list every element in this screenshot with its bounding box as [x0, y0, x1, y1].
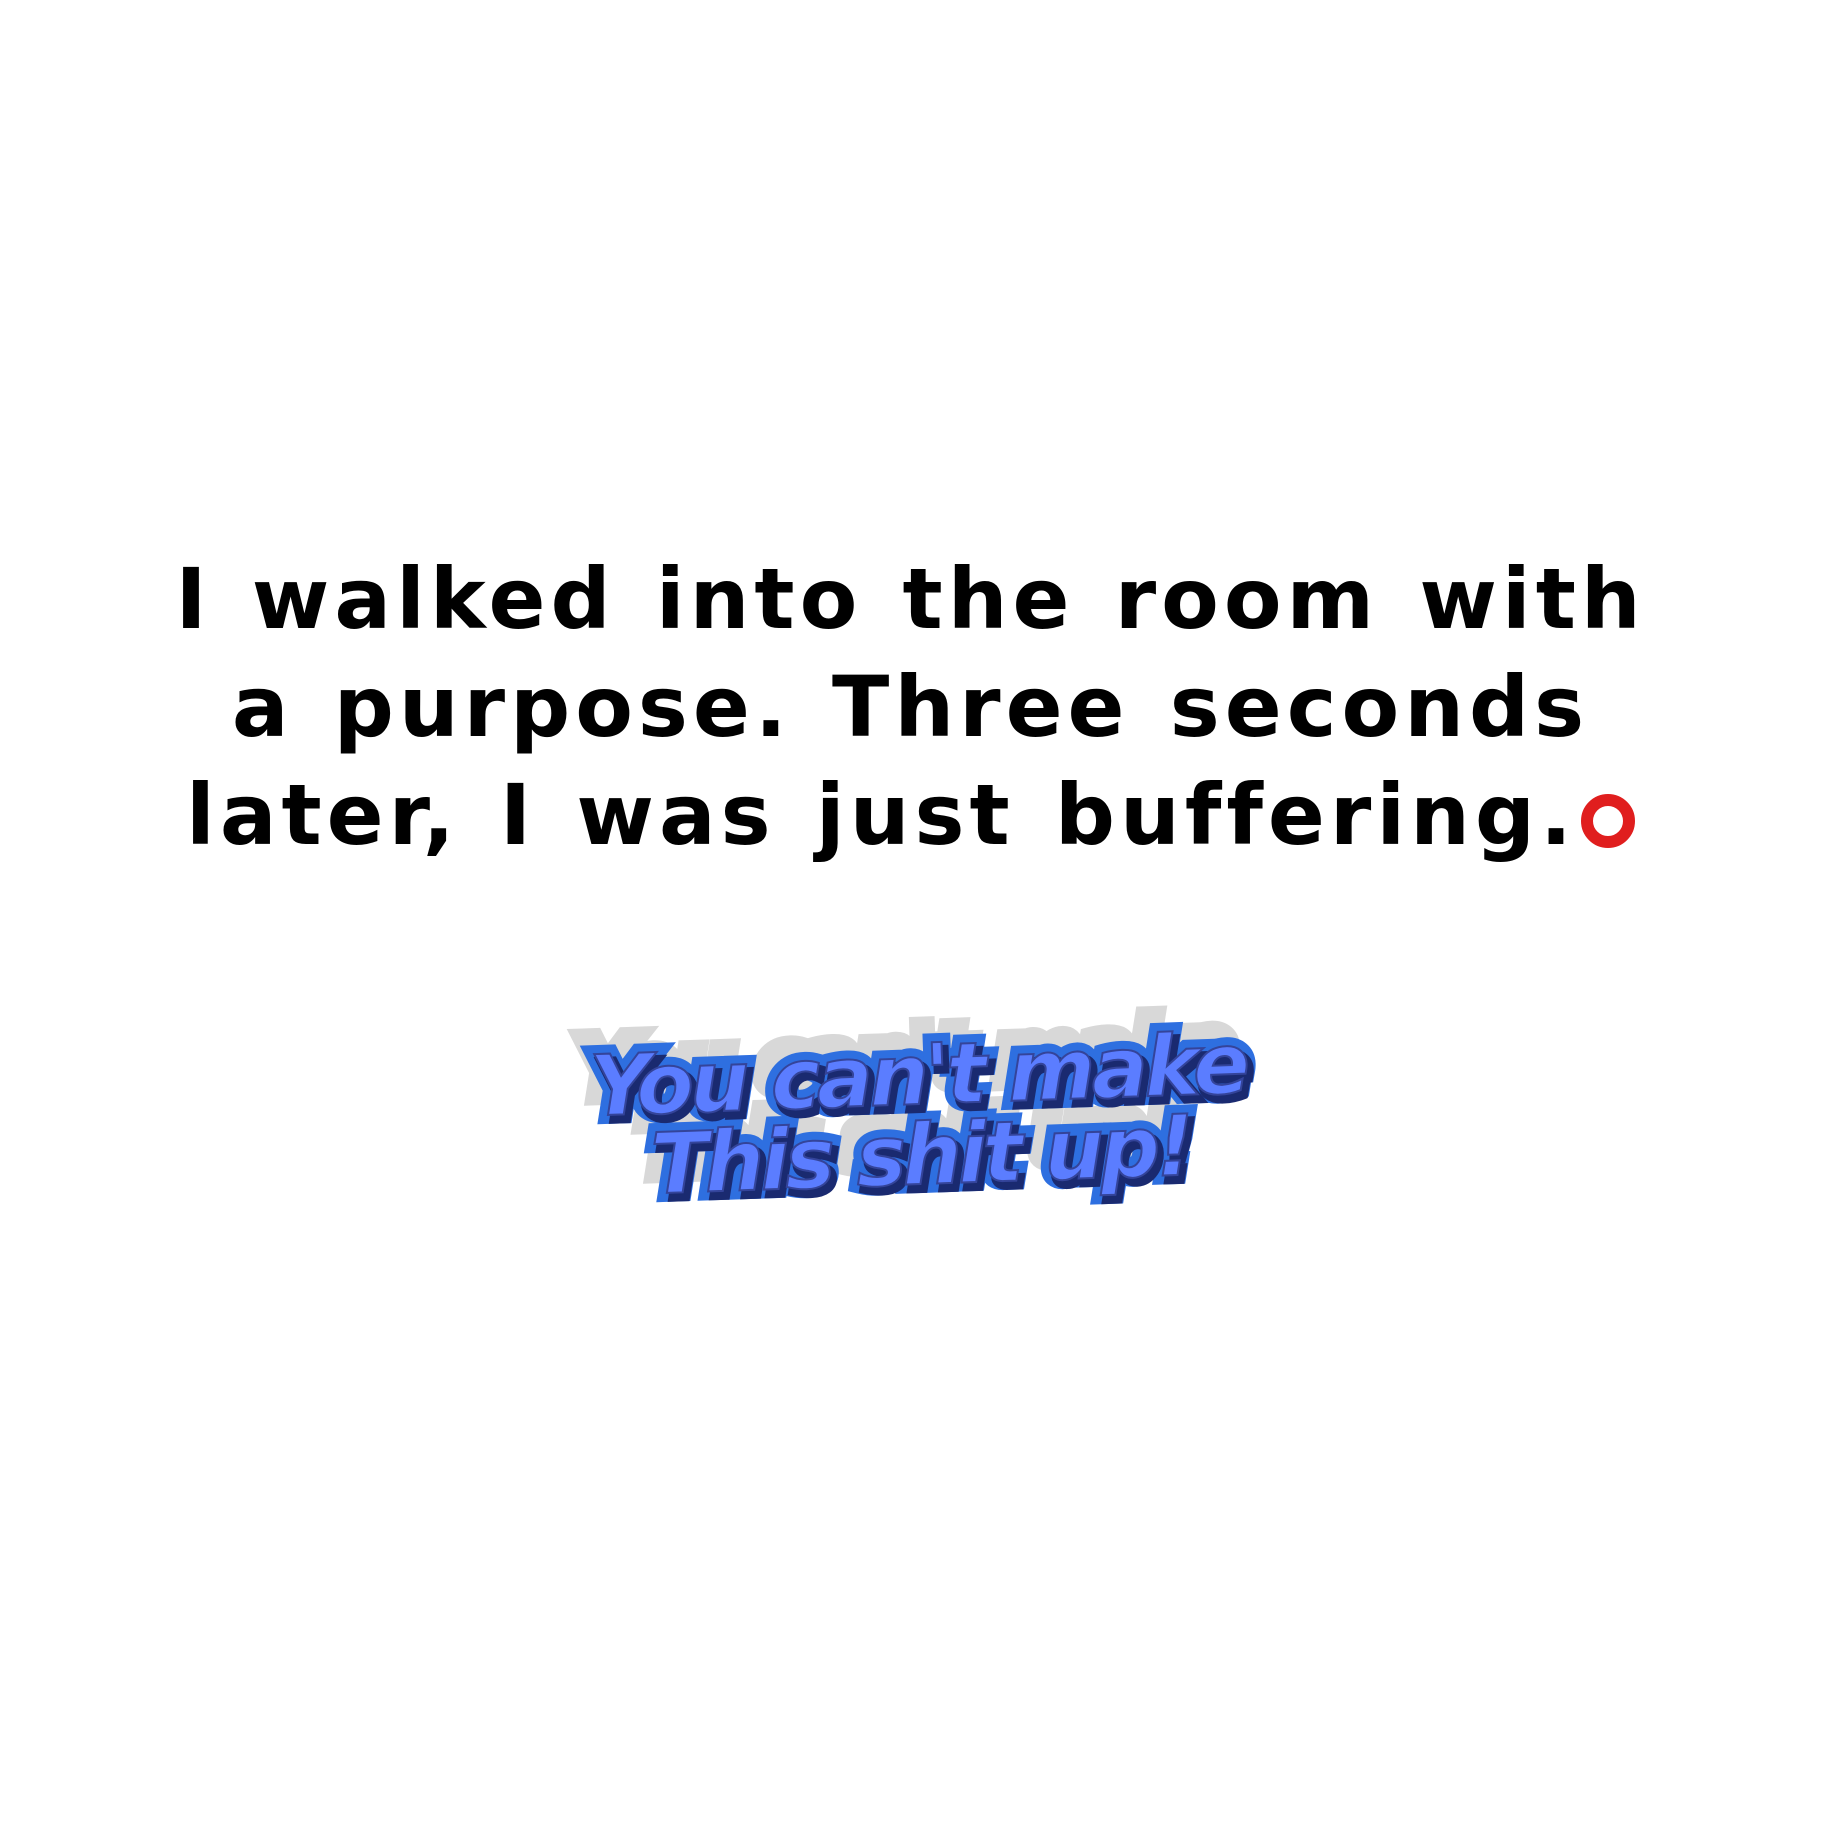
quote-line-2: a purpose. Three seconds: [231, 658, 1590, 756]
quote-line-3: later, I was just buffering.: [186, 766, 1577, 864]
sticker-text: You can't make This shit up!: [467, 1014, 1372, 1215]
quote-line-1: I walked into the room with: [175, 550, 1646, 648]
quote-text: I walked into the room with a purpose. T…: [0, 545, 1821, 869]
red-circle-icon: [1580, 794, 1635, 848]
quote-line-3-wrap: later, I was just buffering.: [0, 761, 1821, 869]
sticker-graphic: You can't make This shit up! You can't m…: [467, 989, 1373, 1250]
